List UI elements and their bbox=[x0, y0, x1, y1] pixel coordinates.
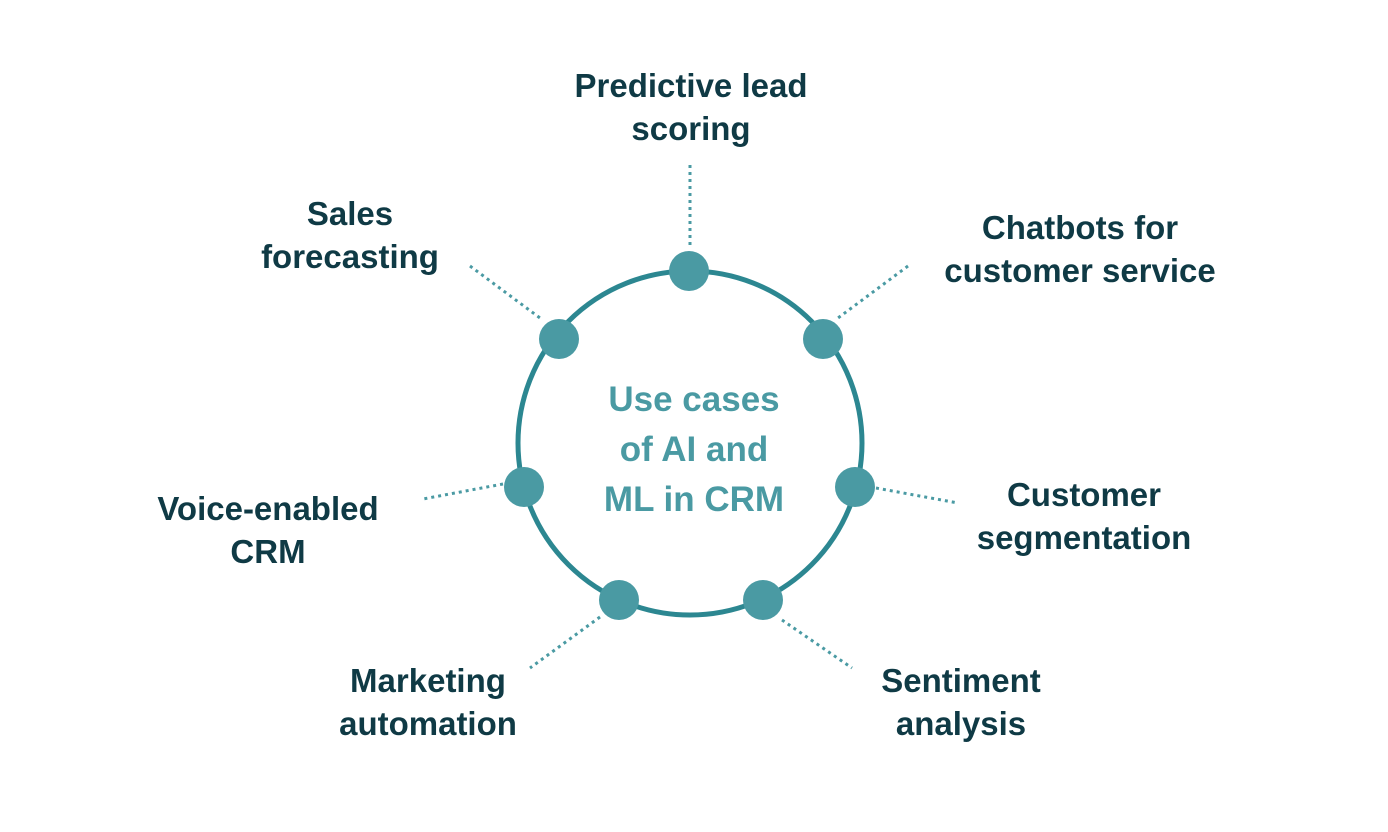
center-title: Use cases of AI and ML in CRM bbox=[604, 375, 784, 525]
node-chatbots-for-customer-service bbox=[803, 319, 843, 359]
label-sales-forecasting: Sales forecasting bbox=[261, 192, 439, 278]
label-line: customer service bbox=[944, 252, 1216, 289]
label-line: scoring bbox=[631, 110, 751, 147]
center-title-line: Use cases bbox=[608, 380, 780, 419]
node-marketing-automation bbox=[599, 580, 639, 620]
connector-marketing-automation bbox=[529, 615, 601, 670]
node-voice-enabled-crm bbox=[504, 467, 544, 507]
label-line: segmentation bbox=[976, 519, 1192, 556]
center-title-line: of AI and bbox=[619, 430, 769, 469]
center-title-line: ML in CRM bbox=[603, 480, 785, 519]
connector-voice-enabled-crm bbox=[422, 482, 504, 501]
node-customer-segmentation bbox=[835, 467, 875, 507]
label-line: Predictive lead bbox=[574, 67, 808, 104]
label-line: Sentiment bbox=[881, 662, 1041, 699]
label-line: Voice-enabled bbox=[157, 490, 379, 527]
label-line: CRM bbox=[230, 533, 306, 570]
label-voice-enabled-crm: Voice-enabled CRM bbox=[157, 487, 378, 573]
label-line: forecasting bbox=[261, 238, 439, 275]
node-predictive-lead-scoring bbox=[669, 251, 709, 291]
label-marketing-automation: Marketing automation bbox=[339, 659, 517, 745]
label-line: Sales bbox=[306, 195, 394, 232]
label-line: Customer bbox=[1006, 476, 1162, 513]
connector-chatbots-for-customer-service bbox=[837, 264, 909, 320]
label-chatbots-for-customer-service: Chatbots for customer service bbox=[944, 206, 1216, 292]
connector-customer-segmentation bbox=[875, 486, 959, 505]
label-line: Chatbots for bbox=[981, 209, 1179, 246]
node-sentiment-analysis bbox=[743, 580, 783, 620]
connector-sentiment-analysis bbox=[781, 618, 853, 670]
label-sentiment-analysis: Sentiment analysis bbox=[881, 659, 1041, 745]
node-sales-forecasting bbox=[539, 319, 579, 359]
label-customer-segmentation: Customer segmentation bbox=[977, 473, 1192, 559]
label-line: Marketing bbox=[350, 662, 506, 699]
connector-sales-forecasting bbox=[469, 264, 541, 320]
label-line: automation bbox=[339, 705, 517, 742]
label-line: analysis bbox=[895, 705, 1027, 742]
label-predictive-lead-scoring: Predictive lead scoring bbox=[575, 64, 808, 150]
